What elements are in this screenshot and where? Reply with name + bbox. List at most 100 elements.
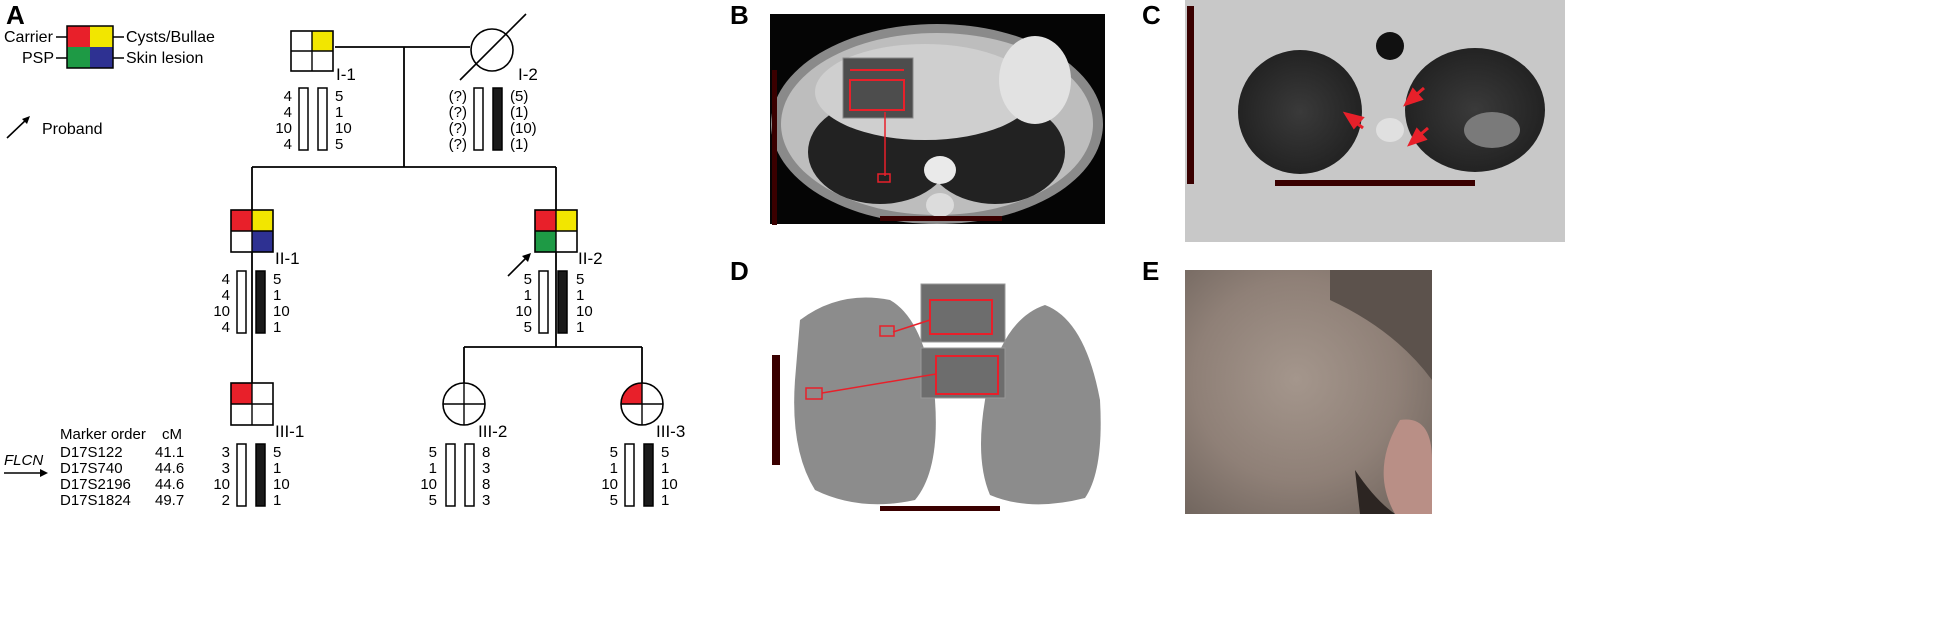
legend: Carrier Cysts/Bullae PSP Skin lesion Pro…	[4, 25, 215, 139]
individual-iii-1: III-1	[230, 382, 304, 441]
hap-iii1-left-3: 10	[213, 476, 230, 493]
individual-ii-2: II-2	[507, 209, 603, 277]
panel-letter-a: A	[6, 0, 25, 30]
marker-name-3: D17S2196	[60, 476, 131, 493]
panel-a: A Carrier Cysts/Bullae PSP Skin lesion P…	[4, 0, 685, 509]
legend-psp-label: PSP	[22, 50, 54, 67]
hap-ii1-left-1: 4	[222, 271, 230, 288]
hap-ii2-left-3: 10	[515, 303, 532, 320]
hap-ii1-left-2: 4	[222, 287, 230, 304]
panel-letter-c: C	[1142, 0, 1161, 30]
hap-i2-right-3: (10)	[510, 120, 537, 137]
legend-skin-swatch	[90, 47, 113, 68]
individual-ii-1: II-1	[230, 209, 300, 268]
marker-cm-3: 44.6	[155, 476, 184, 493]
marker-cm-1: 41.1	[155, 444, 184, 461]
legend-psp-swatch	[67, 47, 90, 68]
id-ii-2: II-2	[578, 249, 603, 268]
hap-iii3-right-2: 1	[661, 460, 669, 477]
legend-carrier-label: Carrier	[4, 29, 54, 46]
hap-i2-left-1: (?)	[449, 88, 467, 105]
hap-iii1-left-4: 2	[222, 492, 230, 509]
hap-i1-right-4: 5	[335, 136, 343, 153]
individual-iii-2: III-2	[442, 382, 507, 441]
hap-i1-left-4: 4	[284, 136, 292, 153]
hap-iii3-right-4: 1	[661, 492, 669, 509]
hap-ii1-right-4: 1	[273, 319, 281, 336]
hap-i2-left-3: (?)	[449, 120, 467, 137]
haplotype-values: 4 4 10 4 5 1 10 5 (?) (?) (?) (?) (5) (1…	[213, 88, 677, 509]
panel-d: D	[730, 256, 1105, 512]
marker-cm-4: 49.7	[155, 492, 184, 509]
hap-iii3-right-1: 5	[661, 444, 669, 461]
marker-name-4: D17S1824	[60, 492, 131, 509]
hap-iii2-left-4: 5	[429, 492, 437, 509]
hap-i2-right-1: (5)	[510, 88, 528, 105]
hap-iii1-right-4: 1	[273, 492, 281, 509]
id-iii-3: III-3	[656, 422, 685, 441]
id-iii-1: III-1	[275, 422, 304, 441]
hap-ii1-right-1: 5	[273, 271, 281, 288]
hap-iii3-left-4: 5	[610, 492, 618, 509]
legend-cysts-label: Cysts/Bullae	[126, 29, 215, 46]
marker-order-header: Marker order	[60, 426, 146, 443]
individual-i-2: I-2	[459, 13, 538, 84]
panel-c: C	[1142, 0, 1565, 242]
hap-i1-right-2: 1	[335, 104, 343, 121]
id-i-1: I-1	[336, 65, 356, 84]
individual-i-1: I-1	[290, 30, 356, 84]
hap-ii2-left-2: 1	[524, 287, 532, 304]
hap-i2-right-2: (1)	[510, 104, 528, 121]
hap-iii1-right-2: 1	[273, 460, 281, 477]
hap-iii2-right-3: 8	[482, 476, 490, 493]
haplotype-bars	[236, 87, 654, 507]
hap-ii2-right-1: 5	[576, 271, 584, 288]
legend-cysts-swatch	[90, 26, 113, 47]
hap-i1-left-1: 4	[284, 88, 292, 105]
hap-ii2-left-4: 5	[524, 319, 532, 336]
panel-b: B	[730, 0, 1105, 225]
individual-iii-3: III-3	[620, 382, 685, 441]
hap-ii2-right-3: 10	[576, 303, 593, 320]
hap-iii3-right-3: 10	[661, 476, 678, 493]
panel-letter-d: D	[730, 256, 749, 286]
hap-i2-left-4: (?)	[449, 136, 467, 153]
marker-cm-2: 44.6	[155, 460, 184, 477]
hap-iii3-left-3: 10	[601, 476, 618, 493]
hap-ii2-right-2: 1	[576, 287, 584, 304]
pedigree-lines	[251, 46, 643, 383]
hap-iii2-right-2: 3	[482, 460, 490, 477]
id-iii-2: III-2	[478, 422, 507, 441]
hap-i2-left-2: (?)	[449, 104, 467, 121]
hap-i1-left-2: 4	[284, 104, 292, 121]
id-ii-1: II-1	[275, 249, 300, 268]
panel-e: E	[1142, 256, 1432, 514]
hap-ii1-left-3: 10	[213, 303, 230, 320]
red-arrows	[1342, 86, 1429, 147]
hap-iii2-right-1: 8	[482, 444, 490, 461]
hap-i1-right-1: 5	[335, 88, 343, 105]
panel-letter-e: E	[1142, 256, 1159, 286]
hap-i2-right-4: (1)	[510, 136, 528, 153]
legend-skin-label: Skin lesion	[126, 50, 203, 67]
hap-ii2-left-1: 5	[524, 271, 532, 288]
hap-ii1-right-2: 1	[273, 287, 281, 304]
hap-iii2-right-4: 3	[482, 492, 490, 509]
hap-iii2-left-1: 5	[429, 444, 437, 461]
proband-arrow-icon	[507, 255, 529, 277]
hap-iii3-left-2: 1	[610, 460, 618, 477]
hap-iii1-left-1: 3	[222, 444, 230, 461]
marker-name-1: D17S122	[60, 444, 123, 461]
hap-ii1-left-4: 4	[222, 319, 230, 336]
legend-proband-label: Proband	[42, 121, 103, 138]
hap-iii1-left-2: 3	[222, 460, 230, 477]
marker-name-2: D17S740	[60, 460, 123, 477]
hap-iii2-left-3: 10	[420, 476, 437, 493]
marker-cm-header: cM	[162, 426, 182, 443]
id-i-2: I-2	[518, 65, 538, 84]
panel-letter-b: B	[730, 0, 749, 30]
hap-i1-left-3: 10	[275, 120, 292, 137]
hap-iii1-right-3: 10	[273, 476, 290, 493]
legend-carrier-swatch	[67, 26, 90, 47]
